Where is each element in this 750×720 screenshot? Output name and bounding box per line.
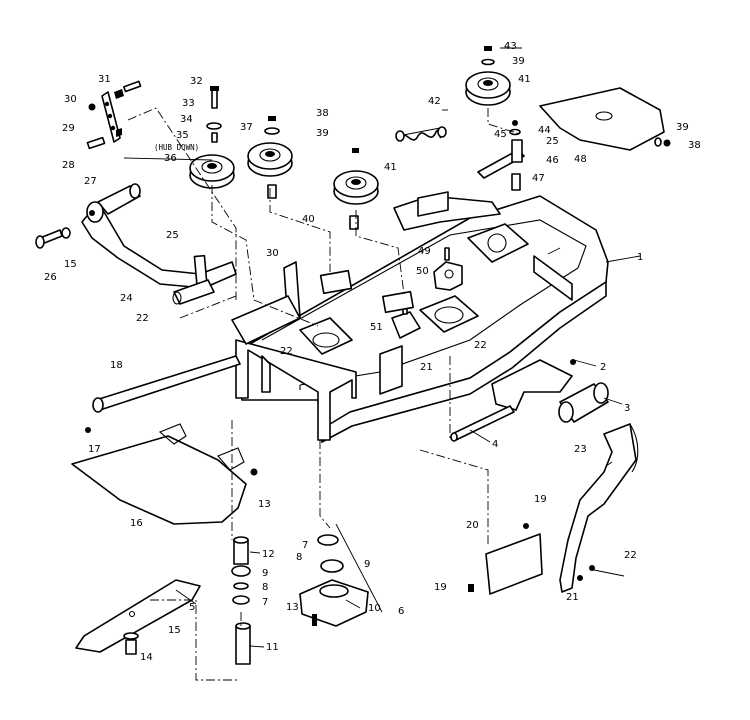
callout-22a: 22 (136, 313, 149, 324)
callout-31: 31 (98, 74, 111, 85)
blade-5 (75, 579, 201, 653)
alignment-lines (127, 107, 521, 681)
callout-28: 28 (62, 160, 75, 171)
callout-51: 51 (370, 322, 383, 333)
callout-19b: 19 (434, 582, 447, 593)
callout-41a: 41 (384, 162, 397, 173)
pulley-36 (189, 154, 235, 189)
blade-bolt-14 (123, 632, 139, 655)
callout-39c: 39 (676, 122, 689, 133)
callout-41b: 41 (518, 74, 531, 85)
callout-6: 6 (398, 606, 404, 617)
callout-39b: 39 (512, 56, 525, 67)
callout-8b: 8 (262, 582, 268, 593)
callout-16: 16 (130, 518, 143, 529)
mower-deck-housing (231, 191, 609, 443)
rod-18 (85, 355, 241, 433)
callout-18: 18 (110, 360, 123, 371)
callout-15b: 15 (64, 259, 77, 270)
callout-14: 14 (140, 652, 153, 663)
callout-44: 44 (538, 125, 551, 136)
callout-2: 2 (600, 362, 606, 373)
bracket-50 (433, 247, 463, 291)
plate-center (382, 290, 414, 314)
roller-3 (558, 382, 609, 423)
callout-37: 37 (240, 122, 253, 133)
callout-10: 10 (368, 603, 381, 614)
callout-labels: 1 2 3 4 5 6 7 7 8 8 9 9 10 11 12 13 13 1… (44, 41, 701, 663)
pulley-37 (247, 142, 293, 177)
callout-50: 50 (416, 266, 429, 277)
callout-35: 35 (176, 130, 189, 141)
lift-arm-assembly (35, 183, 237, 305)
pulley-41-center (333, 170, 379, 205)
callout-47: 47 (532, 173, 545, 184)
callout-42: 42 (428, 96, 441, 107)
callout-13b: 13 (286, 602, 299, 613)
callout-13a: 13 (258, 499, 271, 510)
callout-26: 26 (44, 272, 57, 283)
callout-45: 45 (494, 129, 507, 140)
callout-38b: 38 (688, 140, 701, 151)
callout-7a: 7 (302, 540, 308, 551)
callout-43: 43 (504, 41, 517, 52)
spindle-stack (231, 536, 251, 605)
discharge-chute-23 (559, 423, 639, 593)
callout-40: 40 (302, 214, 315, 225)
callout-38a: 38 (316, 108, 329, 119)
callout-22d: 22 (624, 550, 637, 561)
callout-15a: 15 (168, 625, 181, 636)
callout-11: 11 (266, 642, 279, 653)
callout-27: 27 (84, 176, 97, 187)
callout-9b: 9 (262, 568, 268, 579)
baffle-16 (71, 423, 258, 525)
callout-24: 24 (120, 293, 133, 304)
callout-25a: 25 (166, 230, 179, 241)
pulley-41-idler (465, 71, 511, 106)
deck-cover-48 (539, 87, 671, 151)
callout-25b: 25 (546, 136, 559, 147)
callout-32: 32 (190, 76, 203, 87)
callout-29: 29 (62, 123, 75, 134)
callout-20: 20 (466, 520, 479, 531)
callout-33: 33 (182, 98, 195, 109)
callout-30a: 30 (64, 94, 77, 105)
callout-22b: 22 (280, 346, 293, 357)
callout-4: 4 (492, 439, 498, 450)
idler-arm (477, 120, 525, 191)
callout-22c: 22 (474, 340, 487, 351)
plate-20 (468, 523, 543, 595)
callout-17: 17 (88, 444, 101, 455)
callout-21b: 21 (566, 592, 579, 603)
hub-down-note: (HUB DOWN) (154, 143, 199, 152)
callout-39a: 39 (316, 128, 329, 139)
spindle-shaft-11 (235, 622, 251, 665)
plate-left (319, 269, 353, 295)
height-link-parts (86, 80, 142, 150)
callout-5: 5 (189, 602, 195, 613)
callout-19a: 19 (534, 494, 547, 505)
callout-12: 12 (262, 549, 275, 560)
callout-3: 3 (624, 403, 630, 414)
axle-4 (450, 405, 515, 442)
callout-1: 1 (637, 252, 643, 263)
callout-46: 46 (546, 155, 559, 166)
callout-48: 48 (574, 154, 587, 165)
callout-9a: 9 (364, 559, 370, 570)
callout-36: 36 (164, 153, 177, 164)
spindle-housing-10 (299, 534, 369, 627)
callout-21a: 21 (420, 362, 433, 373)
callout-49: 49 (418, 246, 431, 257)
callout-23: 23 (574, 444, 587, 455)
callout-leaders (123, 47, 641, 648)
callout-34: 34 (180, 114, 193, 125)
callout-30b: 30 (266, 248, 279, 259)
pulley-hardware (206, 46, 495, 230)
callout-7b: 7 (262, 597, 268, 608)
callout-8a: 8 (296, 552, 302, 563)
shield-bracket-2 (491, 359, 576, 411)
